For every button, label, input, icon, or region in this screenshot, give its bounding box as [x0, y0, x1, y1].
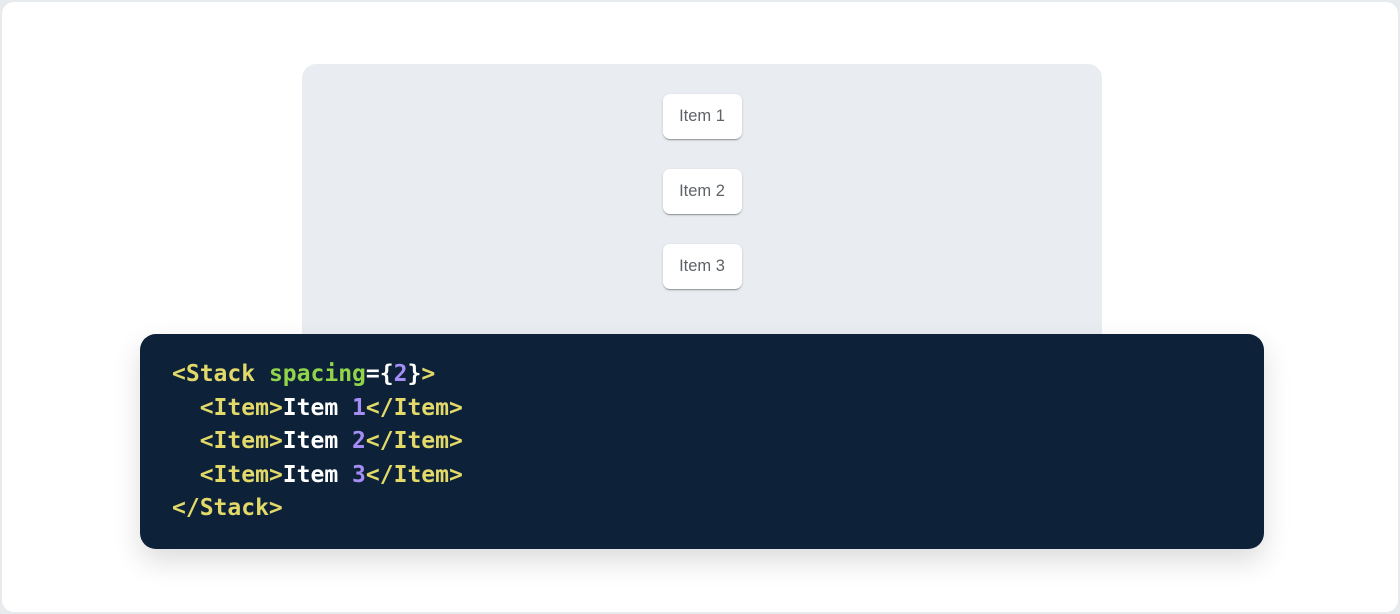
code-token-tag: > [421, 361, 436, 387]
code-token-number: 2 [352, 428, 366, 455]
code-token-tag: <Item> [199, 394, 283, 421]
stack-item-label: Item 3 [679, 257, 725, 275]
code-token-punctuation: } [407, 361, 422, 387]
code-token-tag: </Item> [365, 394, 463, 421]
code-token-tag: </Item> [365, 428, 463, 455]
code-line-3: <Item>Item 2</Item> [172, 425, 1234, 459]
code-token-attr: spacing [268, 361, 366, 387]
code-token-tag: <Item> [199, 428, 283, 455]
code-token-number: 3 [352, 461, 366, 488]
stack-item-card-3: Item 3 [662, 244, 742, 289]
code-token-tag: <Stack [172, 361, 256, 387]
code-token-text: Item [282, 428, 353, 455]
code-token-text [255, 361, 269, 387]
code-token-tag: <Item> [199, 461, 283, 488]
code-line-5: </Stack> [172, 492, 1234, 526]
stack-demo-panel: Item 1 Item 2 Item 3 [302, 64, 1102, 354]
code-token-text [172, 462, 200, 488]
stack-item-card-2: Item 2 [662, 169, 742, 214]
code-token-tag: </Item> [365, 461, 463, 488]
code-line-1: <Stack spacing={2}> [172, 358, 1234, 392]
code-line-2: <Item>Item 1</Item> [172, 392, 1234, 426]
stack-item-card-1: Item 1 [662, 94, 742, 139]
code-snippet: <Stack spacing={2}> <Item>Item 1</Item> … [172, 358, 1234, 526]
code-block: <Stack spacing={2}> <Item>Item 1</Item> … [140, 334, 1264, 549]
code-token-tag: </Stack> [172, 495, 283, 522]
code-token-number: 2 [393, 361, 408, 387]
code-token-text [172, 428, 200, 454]
stack-item-label: Item 1 [679, 107, 725, 125]
stack-item-label: Item 2 [679, 182, 725, 200]
code-token-number: 1 [352, 394, 366, 421]
code-token-punctuation: ={ [365, 361, 394, 387]
code-token-text: Item [282, 461, 353, 488]
code-token-text: Item [282, 394, 353, 421]
code-token-text [172, 395, 200, 421]
code-line-4: <Item>Item 3</Item> [172, 459, 1234, 493]
